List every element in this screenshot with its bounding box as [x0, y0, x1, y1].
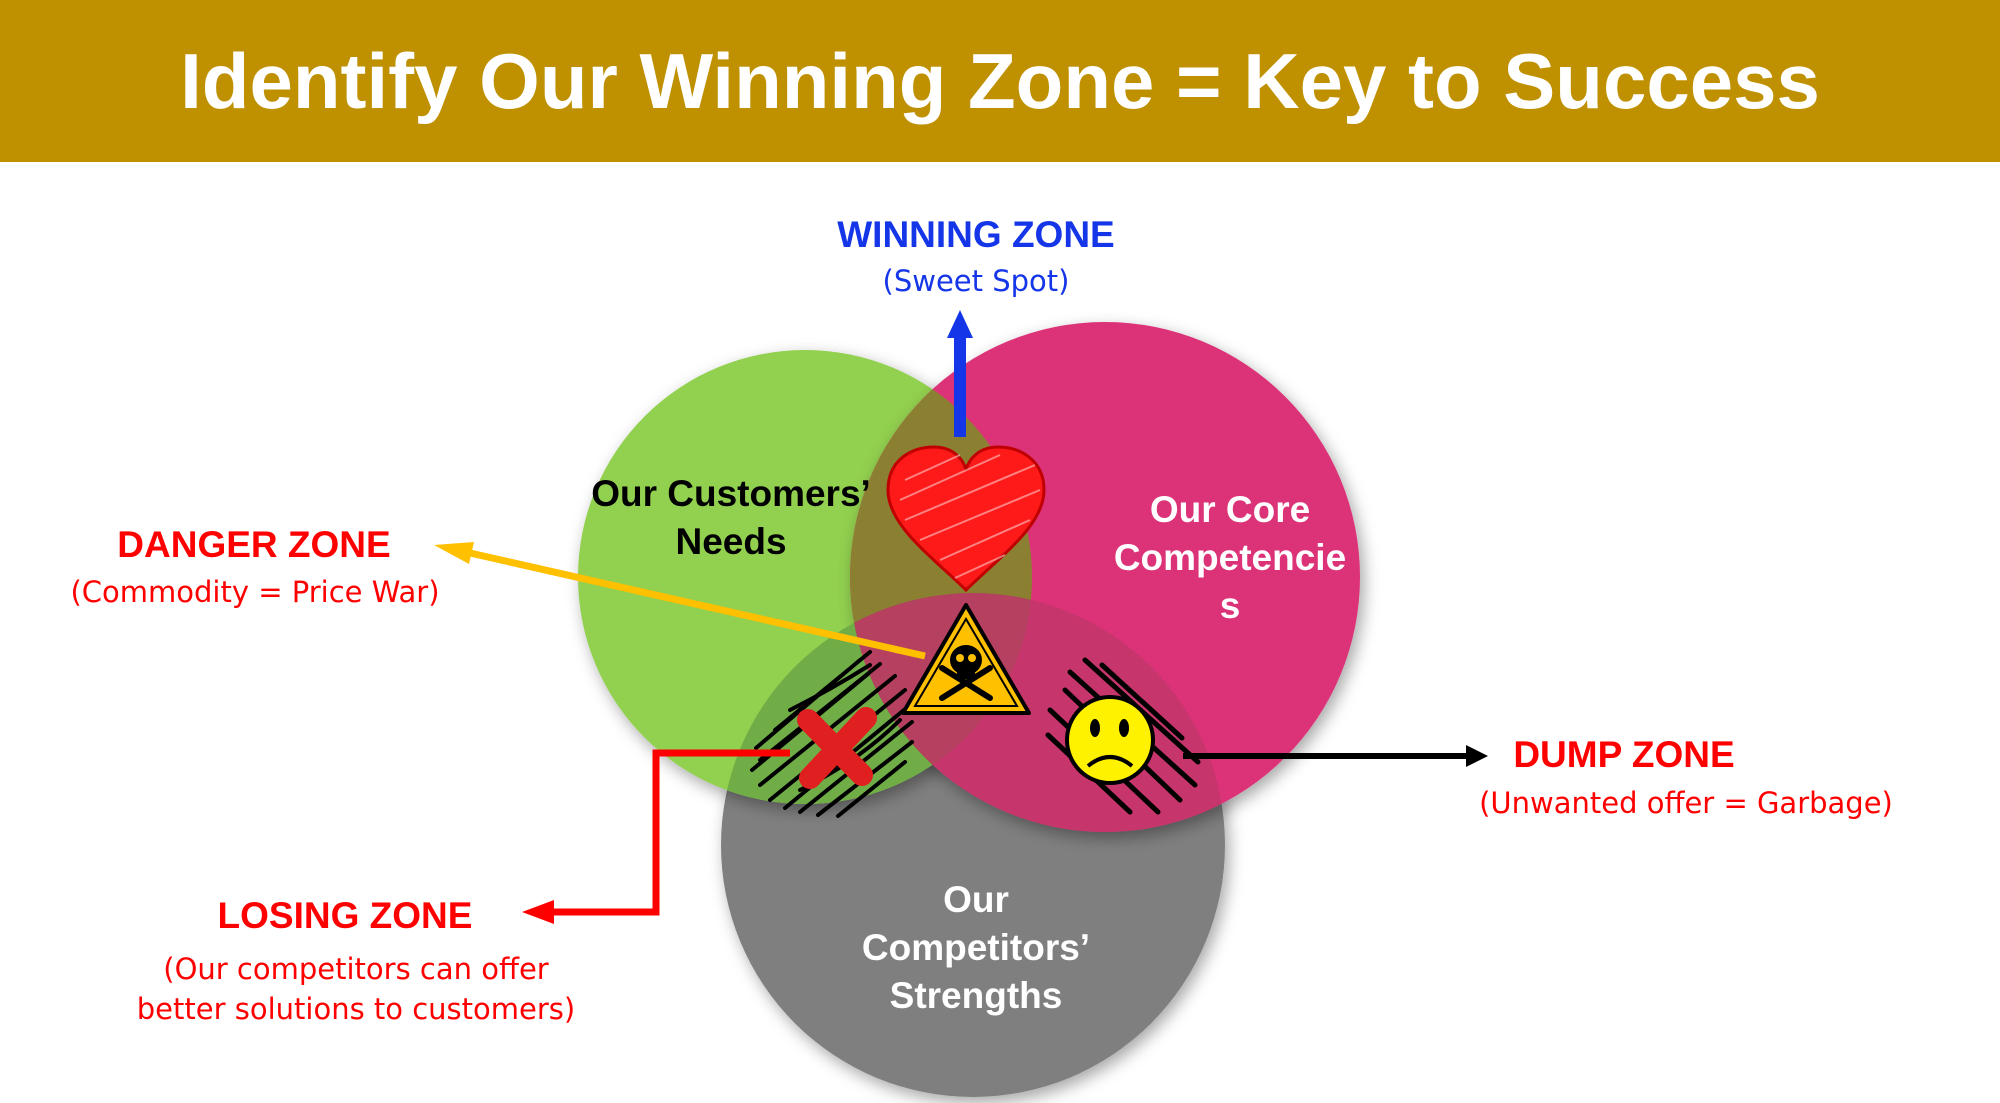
dump-zone-subtitle: (Unwanted offer = Garbage)	[1479, 786, 1893, 820]
sad-face-icon	[1065, 695, 1155, 785]
skull-warning-icon	[901, 603, 1031, 715]
dump-zone-title: DUMP ZONE	[1513, 734, 1735, 775]
danger-zone-subtitle: (Commodity = Price War)	[70, 575, 440, 609]
losing-zone-title: LOSING ZONE	[217, 895, 473, 936]
competitors-label: Our Competitors’ Strengths	[861, 879, 1091, 1016]
danger-arrow	[434, 542, 926, 660]
winning-zone-title: WINNING ZONE	[837, 214, 1115, 255]
heart-icon	[886, 445, 1046, 593]
winning-arrow	[947, 310, 973, 437]
winning-zone-subtitle: (Sweet Spot)	[882, 264, 1070, 298]
losing-arrow	[522, 749, 790, 924]
dump-arrow	[1183, 745, 1488, 767]
red-x-icon	[797, 707, 877, 789]
losing-zone-subtitle-line1: (Our competitors can offer	[163, 952, 549, 986]
losing-zone-subtitle-line2: better solutions to customers)	[136, 992, 576, 1026]
competencies-label: Our Core Competencie s	[1113, 489, 1347, 626]
danger-zone-title: DANGER ZONE	[117, 524, 391, 565]
page-title: Identify Our Winning Zone = Key to Succe…	[180, 37, 1820, 125]
title-banner	[0, 0, 2000, 162]
customers-competitors-overlap	[721, 593, 1032, 804]
customers-label: Our Customers’ Needs	[591, 473, 871, 562]
